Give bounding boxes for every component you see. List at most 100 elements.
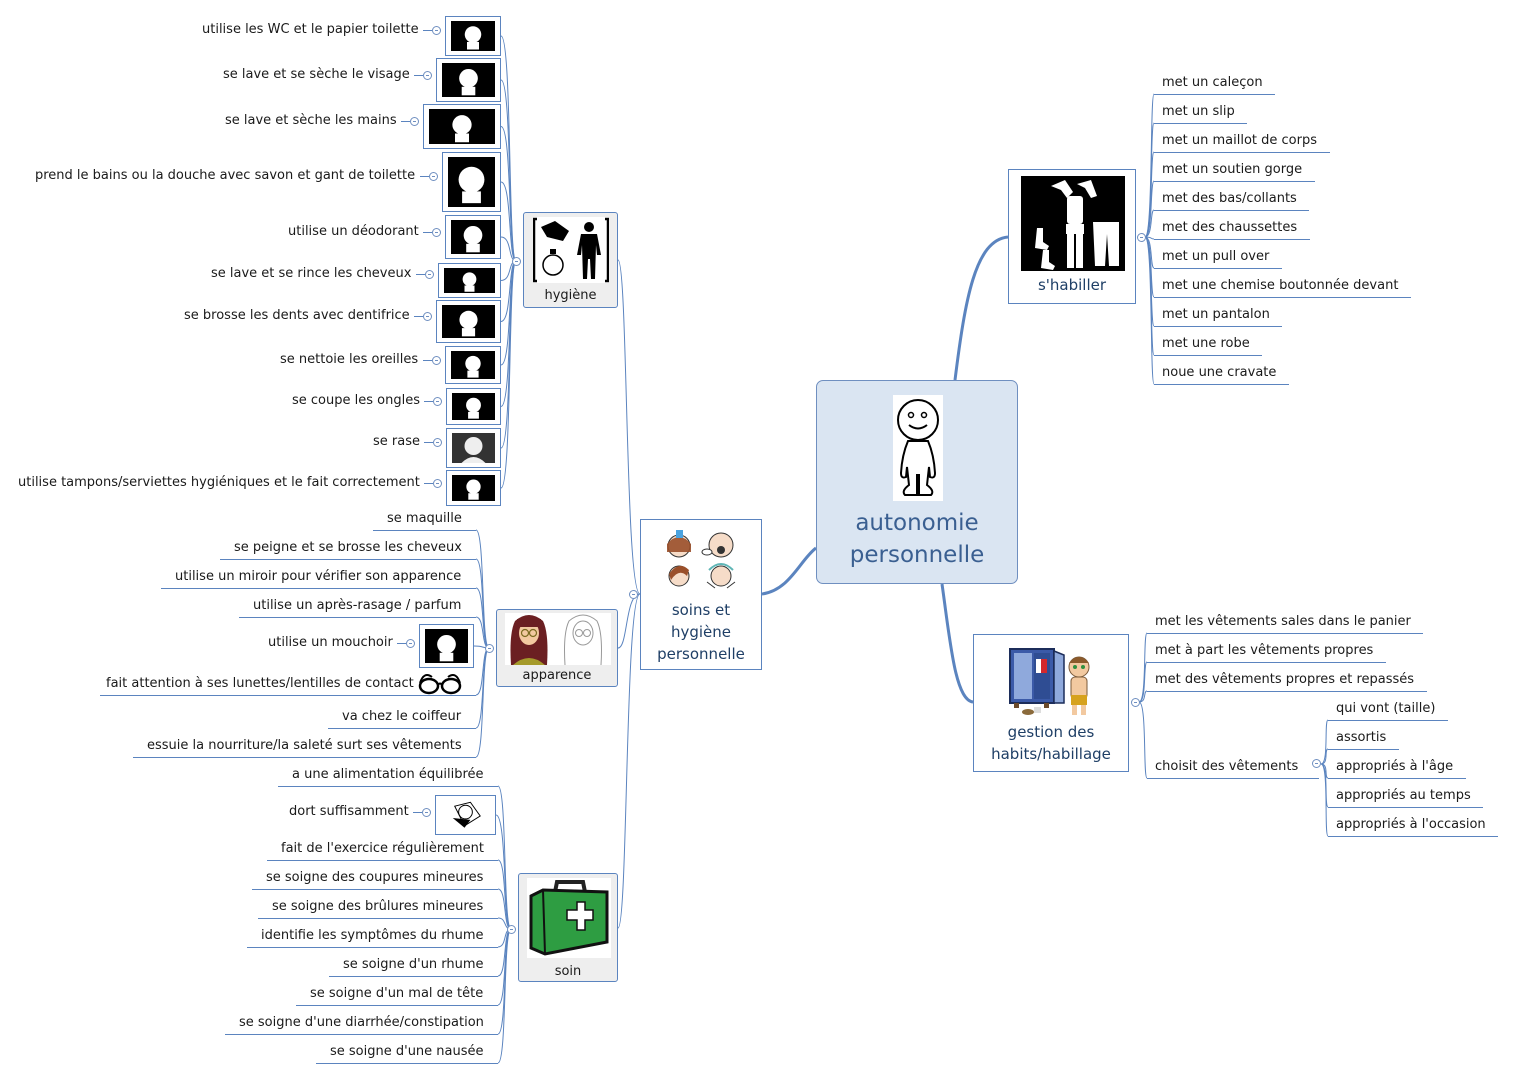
apparence-item-toggle[interactable] [406,639,415,648]
apparence-item[interactable]: essuie la nourriture/la saleté surt ses … [147,738,462,753]
collapse-toggle-choisit[interactable] [1312,759,1321,768]
shabiller-item[interactable]: met un pantalon [1162,307,1270,322]
topic-soins-label-line3: personnelle [657,645,745,663]
shabiller-item[interactable]: met un soutien gorge [1162,162,1303,177]
choisit-item[interactable]: appropriés au temps [1336,788,1471,803]
hygiene-item-toggle[interactable] [410,117,419,126]
soin-item-toggle[interactable] [422,808,431,817]
choisit-underline [1328,749,1399,750]
topic-gestion-label-line2: habits/habillage [991,745,1111,763]
soin-item[interactable]: identifie les symptômes du rhume [261,928,484,943]
apparence-item[interactable]: va chez le coiffeur [342,709,462,724]
connector-stub [416,274,425,275]
dressing-pictogram-icon [1021,176,1125,271]
hygiene-item-toggle[interactable] [433,397,442,406]
root-title-line2: personnelle [849,542,985,568]
root-topic-autonomie-personnelle[interactable]: autonomie personnelle [816,380,1018,584]
soin-item[interactable]: se soigne d'une diarrhée/constipation [239,1015,484,1030]
wash-hands-icon [423,104,501,149]
apparence-underline [133,757,476,758]
choisit-underline [1147,778,1319,779]
shabiller-item[interactable]: met un slip [1162,104,1235,119]
collapse-toggle-soins[interactable] [629,590,638,599]
apparence-item[interactable]: se peigne et se brosse les cheveux [234,540,462,555]
hygiene-item[interactable]: se lave et se sèche le visage [223,67,410,82]
smiling-person-icon [893,395,943,501]
choisit-item[interactable]: appropriés à l'âge [1336,759,1454,774]
collapse-toggle-hygiene[interactable] [512,257,521,266]
hygiene-item-toggle[interactable] [432,356,441,365]
soin-underline [316,1063,498,1064]
collapse-toggle-apparence[interactable] [485,644,494,653]
hygiene-item[interactable]: se coupe les ongles [292,393,420,408]
shabiller-item[interactable]: met une robe [1162,336,1250,351]
hygiene-item[interactable]: se lave et se rince les cheveux [211,266,412,281]
soin-item[interactable]: se soigne d'un mal de tête [310,986,484,1001]
hygiene-item[interactable]: prend le bains ou la douche avec savon e… [35,168,416,183]
hygiene-item[interactable]: se brosse les dents avec dentifrice [184,308,410,323]
shabiller-item[interactable]: noue une cravate [1162,365,1277,380]
soin-underline [247,947,498,948]
hygiene-item[interactable]: se nettoie les oreilles [280,352,419,367]
hygiene-item-toggle[interactable] [429,172,438,181]
soin-underline [296,1005,498,1006]
apparence-item[interactable]: utilise un mouchoir [268,635,393,650]
hygiene-pictogram-icon [533,217,609,283]
hygiene-item-toggle[interactable] [432,228,441,237]
subtopic-soin[interactable]: soin [518,873,618,982]
subtopic-apparence[interactable]: apparence [496,609,618,687]
personal-care-faces-icon [667,530,736,589]
soin-underline [252,889,498,890]
shabiller-underline [1154,297,1411,298]
soin-item[interactable]: dort suffisamment [289,804,409,819]
collapse-toggle-soin[interactable] [507,925,516,934]
topic-shabiller[interactable]: s'habiller [1008,169,1136,304]
wash-hair-icon [438,263,501,298]
shabiller-item[interactable]: met une chemise boutonnée devant [1162,278,1399,293]
gestion-item[interactable]: met des vêtements propres et repassés [1155,672,1415,687]
apparence-item[interactable]: fait attention à ses lunettes/lentilles … [106,676,414,691]
shabiller-item[interactable]: met des chaussettes [1162,220,1298,235]
gestion-item[interactable]: met les vêtements sales dans le panier [1155,614,1411,629]
hygiene-item[interactable]: utilise les WC et le papier toilette [202,22,419,37]
hygiene-item[interactable]: se rase [373,434,420,449]
hygiene-item-toggle[interactable] [433,438,442,447]
apparence-item[interactable]: utilise un miroir pour vérifier son appa… [175,569,462,584]
choisit-vetements-node[interactable]: choisit des vêtements [1155,759,1299,774]
hygiene-item-toggle[interactable] [433,479,442,488]
soin-item[interactable]: se soigne d'une nausée [330,1044,484,1059]
apparence-item[interactable]: se maquille [387,511,462,526]
shabiller-item[interactable]: met un caleçon [1162,75,1263,90]
choisit-item[interactable]: qui vont (taille) [1336,701,1436,716]
hygiene-item-toggle[interactable] [432,26,441,35]
shabiller-item[interactable]: met des bas/collants [1162,191,1297,206]
hygiene-item[interactable]: utilise tampons/serviettes hygiéniques e… [18,475,420,490]
soin-item[interactable]: se soigne des coupures mineures [266,870,484,885]
choisit-item[interactable]: assortis [1336,730,1387,745]
hygiene-item-toggle[interactable] [425,270,434,279]
root-title-line1: autonomie [855,510,979,536]
collapse-toggle-gestion[interactable] [1131,698,1140,707]
subtopic-hygiene[interactable]: hygiène [523,212,618,308]
shabiller-underline [1154,210,1309,211]
apparence-item[interactable]: utilise un après-rasage / parfum [253,598,462,613]
soin-item[interactable]: se soigne des brûlures mineures [272,899,484,914]
hygiene-item-toggle[interactable] [423,312,432,321]
soin-item[interactable]: se soigne d'un rhume [343,957,484,972]
shabiller-item[interactable]: met un pull over [1162,249,1270,264]
gestion-item[interactable]: met à part les vêtements propres [1155,643,1374,658]
choisit-underline [1328,836,1498,837]
subtopic-apparence-label: apparence [522,668,592,683]
apparence-underline [328,728,476,729]
hygiene-item[interactable]: utilise un déodorant [288,224,419,239]
topic-soins-hygiene[interactable]: soins et hygiène personnelle [640,519,762,670]
choisit-item[interactable]: appropriés à l'occasion [1336,817,1486,832]
soin-item[interactable]: a une alimentation équilibrée [292,767,484,782]
shabiller-item[interactable]: met un maillot de corps [1162,133,1318,148]
hygiene-item[interactable]: se lave et sèche les mains [225,113,397,128]
connector-stub [414,75,423,76]
hygiene-item-toggle[interactable] [423,71,432,80]
collapse-toggle-shabiller[interactable] [1137,233,1146,242]
topic-gestion-habits[interactable]: gestion des habits/habillage [973,634,1129,772]
soin-item[interactable]: fait de l'exercice régulièrement [281,841,484,856]
